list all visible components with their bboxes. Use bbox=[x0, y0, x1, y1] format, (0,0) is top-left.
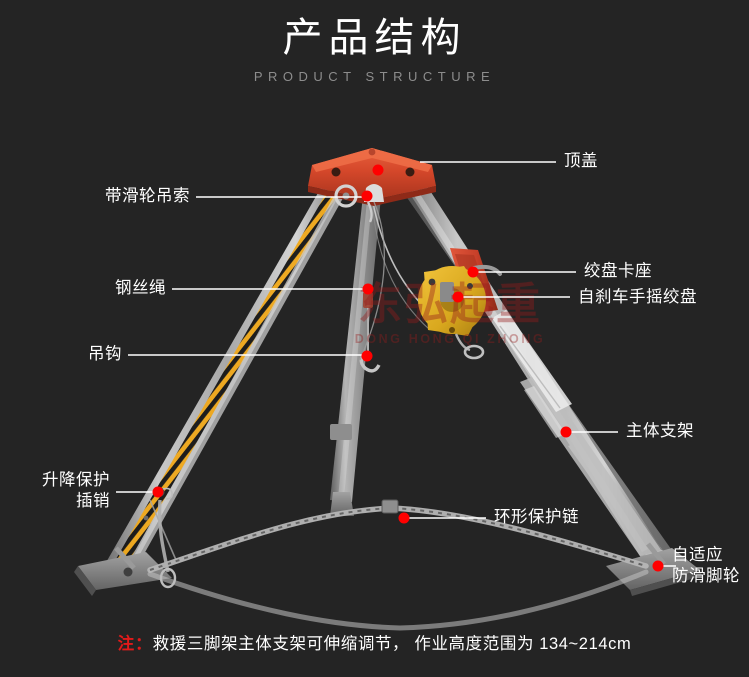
note-prefix: 注： bbox=[117, 635, 153, 653]
callout-label-anti-slip-foot: 自适应 防滑脚轮 bbox=[672, 546, 740, 586]
protective-chain bbox=[147, 499, 649, 631]
callout-markers bbox=[152, 164, 664, 572]
marker-hand-winch bbox=[452, 291, 464, 303]
callout-label-pulley-sling: 带滑轮吊索 bbox=[105, 187, 190, 205]
leg-rear-center bbox=[330, 186, 382, 516]
marker-winch-bracket bbox=[467, 266, 479, 278]
foot-pad-left bbox=[74, 546, 172, 596]
marker-hook bbox=[361, 350, 373, 362]
marker-anti-slip-foot bbox=[652, 560, 664, 572]
top-cap bbox=[308, 148, 436, 361]
callout-label-hand-winch: 自刹车手摇绞盘 bbox=[578, 288, 697, 306]
callout-label-wire-rope: 钢丝绳 bbox=[115, 279, 166, 297]
footer-note: 注：救援三脚架主体支架可伸缩调节， 作业高度范围为 134~214cm bbox=[0, 636, 749, 653]
page-title: 产品结构 bbox=[282, 16, 467, 60]
callout-label-hook: 吊钩 bbox=[88, 345, 122, 363]
callout-label-protect-chain: 环形保护链 bbox=[494, 508, 579, 526]
callout-label-winch-bracket: 绞盘卡座 bbox=[584, 262, 652, 280]
marker-main-frame bbox=[560, 426, 572, 438]
callout-label-lift-safety-pin: 升降保护 插销 bbox=[42, 471, 110, 511]
marker-protect-chain bbox=[398, 512, 410, 524]
marker-wire-rope bbox=[362, 283, 374, 295]
callout-label-top-cap: 顶盖 bbox=[564, 152, 598, 170]
marker-top-cap bbox=[372, 164, 384, 176]
note-text: 救援三脚架主体支架可伸缩调节， 作业高度范围为 134~214cm bbox=[152, 635, 632, 653]
page-subtitle: PRODUCT STRUCTURE bbox=[253, 69, 496, 84]
marker-pulley-sling bbox=[361, 190, 373, 202]
callout-label-main-frame: 主体支架 bbox=[626, 422, 694, 440]
page-header: 产品结构 PRODUCT STRUCTURE bbox=[0, 0, 749, 84]
marker-lift-safety-pin bbox=[152, 486, 164, 498]
